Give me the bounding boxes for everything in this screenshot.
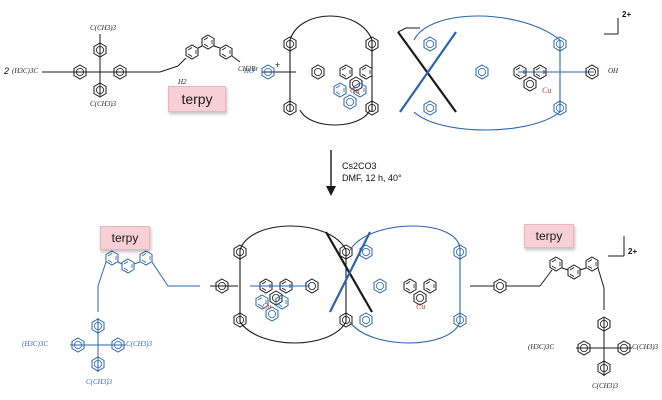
reaction-arrow xyxy=(326,150,336,196)
product-left-tbu-bottom: C(CH3)3 xyxy=(86,378,113,386)
conditions-base: Cs2CO3 xyxy=(342,161,377,171)
terpy-label-product-left: terpy xyxy=(100,226,150,250)
product-right-tbu-right: C(CH3)3 xyxy=(632,343,659,351)
tbu-top-label: C(CH3)3 xyxy=(90,24,117,32)
terpy-label-product-right: terpy xyxy=(524,224,574,248)
cu-label-left-top: Cu xyxy=(350,86,360,95)
product-left-tbu-left: (H3C)3C xyxy=(22,340,49,348)
product-right-stopper xyxy=(539,256,632,376)
charge-bracket-top xyxy=(604,18,619,35)
reagent-stopper xyxy=(42,34,187,98)
conditions-solvent-time-temp: DMF, 12 h, 40° xyxy=(342,173,402,183)
product-charge: 2+ xyxy=(628,247,638,256)
cu-label-left-product: Cu xyxy=(262,302,272,311)
product-left-stopper xyxy=(70,250,200,372)
reagent-terpyridine xyxy=(185,34,241,63)
linker-label: H2 xyxy=(178,78,187,86)
product-catenane xyxy=(210,225,540,344)
catenane-charge: 2+ xyxy=(622,10,632,19)
product-right-tbu-bottom: C(CH3)3 xyxy=(592,382,619,390)
tbu-bottom-label: C(CH3)3 xyxy=(90,100,117,108)
product-left-tbu-right: C(CH3)3 xyxy=(126,340,153,348)
reaction-conditions: Cs2CO3 DMF, 12 h, 40° xyxy=(342,160,402,184)
product-right-tbu-left: (H3C)3C xyxy=(528,343,555,351)
catenane-right-hydroxyl: OH xyxy=(608,67,619,75)
terpy-label-reagent: terpy xyxy=(168,86,226,112)
charge-bracket-product xyxy=(608,236,625,257)
bromide-label: CH2Br xyxy=(238,65,259,73)
plus-sign: + xyxy=(275,60,281,70)
cu-label-right-product: Cu xyxy=(416,302,426,311)
stoichiometric-coefficient: 2 xyxy=(4,66,10,76)
cu-label-right-top: Cu xyxy=(542,86,552,95)
catenane-reagent xyxy=(261,15,599,131)
catenane-left-hydroxyl: HO xyxy=(244,67,255,75)
tbu-left-label: (H3C)3C xyxy=(12,67,39,75)
